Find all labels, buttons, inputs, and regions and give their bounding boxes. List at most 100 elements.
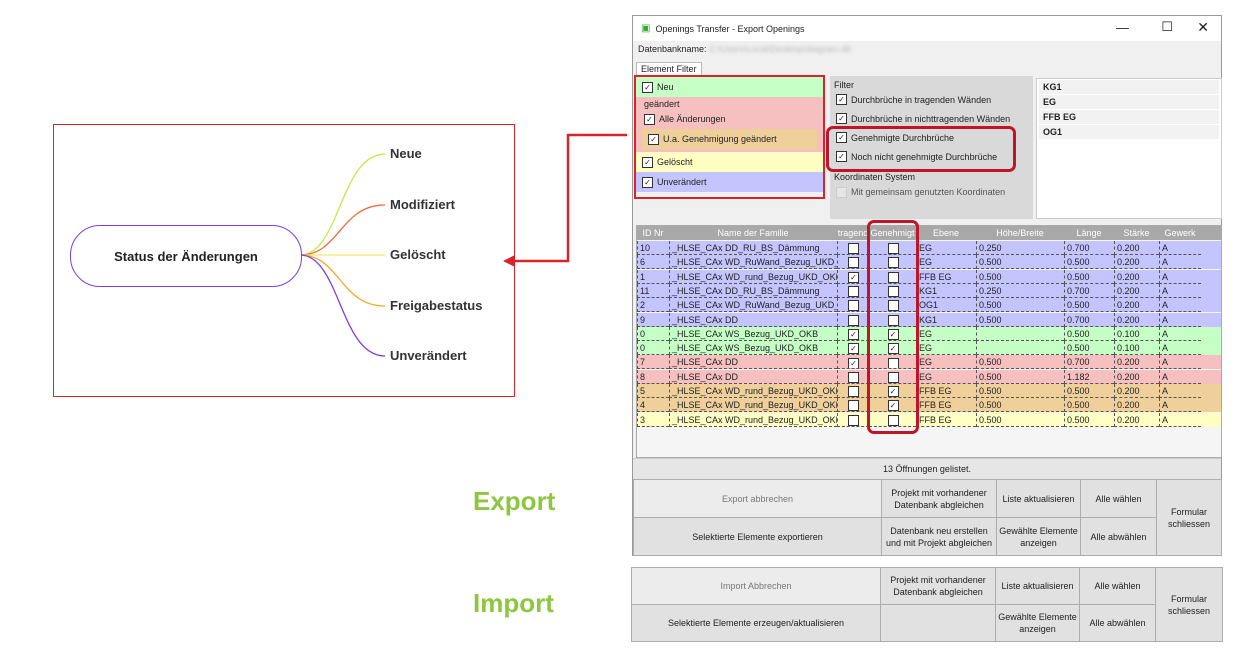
checkbox-icon[interactable]: ✓ [887,400,899,412]
table-row[interactable] [637,312,1221,327]
filter-nichttragend[interactable]: ✓Durchbrüche in nichttragenden Wänden [830,109,1033,128]
header-col-genehmigt[interactable]: Genehmigt [869,226,916,240]
table-row[interactable] [637,369,1221,384]
checkbox-icon[interactable] [836,186,847,198]
checkbox-icon[interactable] [848,286,859,297]
col-tragend-checkbox[interactable]: ✓ [837,355,869,370]
filter-genehmigung-geaendert[interactable]: ✓U.a. Genehmigung geändert [642,129,817,149]
table-row[interactable] [637,269,1221,284]
checkbox-icon[interactable] [848,300,859,312]
filter-koordinaten[interactable]: Mit gemeinsam genutzten Koordinaten [830,184,1033,200]
alle-abwaehlen-button[interactable]: Alle abwählen [1080,517,1157,556]
table-row[interactable] [637,326,1221,341]
import-formular-schliessen-button[interactable]: Formular schliessen [1155,567,1223,642]
checkbox-icon[interactable]: ✓ [887,386,899,397]
filter-unveraendert[interactable]: ✓Unverändert [636,172,823,192]
import-alle-waehlen-button[interactable]: Alle wählen [1079,567,1156,605]
header-col-tragend[interactable]: tragend [837,226,869,240]
checkbox-icon[interactable]: ✓ [848,357,859,369]
checkbox-icon[interactable] [887,357,899,369]
checkbox-icon[interactable] [887,257,899,269]
col-tragend-checkbox[interactable]: ✓ [837,269,869,284]
header-col-laenge[interactable]: Länge [1064,226,1114,240]
checkbox-icon[interactable] [848,243,859,254]
checkbox-icon[interactable] [887,300,899,312]
filter-genehmigt[interactable]: ✓Genehmigte Durchbrüche [830,128,1033,147]
checkbox-icon[interactable] [887,314,899,326]
checkbox-icon[interactable]: ✓ [836,94,847,105]
header-col-staerke[interactable]: Stärke [1114,226,1159,240]
checkbox-icon[interactable] [848,314,859,326]
checkbox-icon[interactable]: ✓ [887,343,899,355]
minimize-icon[interactable]: — [1116,20,1129,35]
elemente-erzeugen-button[interactable]: Selektierte Elemente erzeugen/aktualisie… [631,604,881,642]
header-col-gewerk[interactable]: Gewerk [1159,226,1201,240]
level-item[interactable]: EG [1039,95,1219,109]
table-row[interactable] [637,283,1221,298]
checkbox-icon[interactable]: ✓ [642,81,653,93]
export-abbrechen-button[interactable]: Export abbrechen [633,479,882,518]
elemente-exportieren-button[interactable]: Selektierte Elemente exportieren [633,517,882,556]
checkbox-icon[interactable] [887,414,899,426]
checkbox-icon[interactable] [848,386,859,397]
col-tragend-checkbox[interactable] [837,283,869,298]
checkbox-icon[interactable]: ✓ [887,328,899,340]
import-alle-abwaehlen-button[interactable]: Alle abwählen [1079,604,1156,642]
header-col-ebene[interactable]: Ebene [916,226,976,240]
checkbox-icon[interactable]: ✓ [848,343,859,355]
table-row[interactable] [637,298,1221,313]
table-row[interactable] [637,355,1221,370]
col-tragend-checkbox[interactable] [837,312,869,327]
level-list[interactable]: KG1 EG FFB EG OG1 [1036,78,1222,219]
col-tragend-checkbox[interactable] [837,412,869,427]
col-tragend-checkbox[interactable]: ✓ [837,341,869,356]
filter-tragend[interactable]: ✓Durchbrüche in tragenden Wänden [830,90,1033,109]
filter-nicht-genehmigt[interactable]: ✓Noch nicht genehmigte Durchbrüche [830,147,1033,166]
checkbox-icon[interactable]: ✓ [848,271,859,283]
filter-neu[interactable]: ✓Neu [636,77,823,97]
col-tragend-checkbox[interactable] [837,369,869,384]
maximize-icon[interactable]: ☐ [1161,19,1173,34]
checkbox-icon[interactable]: ✓ [642,176,653,188]
checkbox-icon[interactable] [887,271,899,283]
checkbox-icon[interactable]: ✓ [836,132,847,143]
import-liste-aktualisieren-button[interactable]: Liste aktualisieren [995,567,1080,605]
checkbox-icon[interactable] [848,414,859,426]
checkbox-icon[interactable] [848,371,859,383]
table-row[interactable] [637,241,1221,255]
import-projekt-abgleichen-button[interactable]: Projekt mit vorhandener Datenbank abglei… [880,567,996,605]
col-tragend-checkbox[interactable] [837,398,869,413]
col-tragend-checkbox[interactable] [837,255,869,270]
table-row[interactable] [637,384,1221,398]
checkbox-icon[interactable]: ✓ [642,156,653,168]
table-row[interactable] [637,255,1221,270]
filter-geloescht[interactable]: ✓Gelöscht [636,152,823,172]
checkbox-icon[interactable] [848,257,859,269]
tab-element-filter[interactable]: Element Filter [636,62,702,76]
elemente-anzeigen-button[interactable]: Gewählte Elemente anzeigen [996,517,1081,556]
import-elemente-anzeigen-button[interactable]: Gewählte Elemente anzeigen [995,604,1080,642]
table-row[interactable] [637,341,1221,356]
liste-aktualisieren-button[interactable]: Liste aktualisieren [996,479,1081,518]
import-abbrechen-button[interactable]: Import Abbrechen [631,567,881,605]
formular-schliessen-button[interactable]: Formular schliessen [1156,479,1222,556]
checkbox-icon[interactable]: ✓ [836,151,847,162]
header-col-id[interactable]: ID Nr [637,226,669,240]
checkbox-icon[interactable]: ✓ [648,133,659,145]
col-tragend-checkbox[interactable]: ✓ [837,326,869,341]
checkbox-icon[interactable] [887,286,899,297]
datenbank-neu-button[interactable]: Datenbank neu erstellen und mit Projekt … [881,517,997,556]
checkbox-icon[interactable] [887,243,899,254]
level-item[interactable]: OG1 [1039,125,1219,139]
level-item[interactable]: FFB EG [1039,110,1219,124]
col-tragend-checkbox[interactable] [837,241,869,255]
table-row[interactable] [637,398,1221,413]
checkbox-icon[interactable]: ✓ [848,328,859,340]
header-col-hoehe[interactable]: Höhe/Breite [976,226,1064,240]
checkbox-icon[interactable]: ✓ [644,113,655,125]
close-icon[interactable]: ✕ [1197,19,1209,35]
projekt-abgleichen-button[interactable]: Projekt mit vorhandener Datenbank abglei… [881,479,997,518]
checkbox-icon[interactable] [848,400,859,412]
col-tragend-checkbox[interactable] [837,298,869,313]
alle-waehlen-button[interactable]: Alle wählen [1080,479,1157,518]
